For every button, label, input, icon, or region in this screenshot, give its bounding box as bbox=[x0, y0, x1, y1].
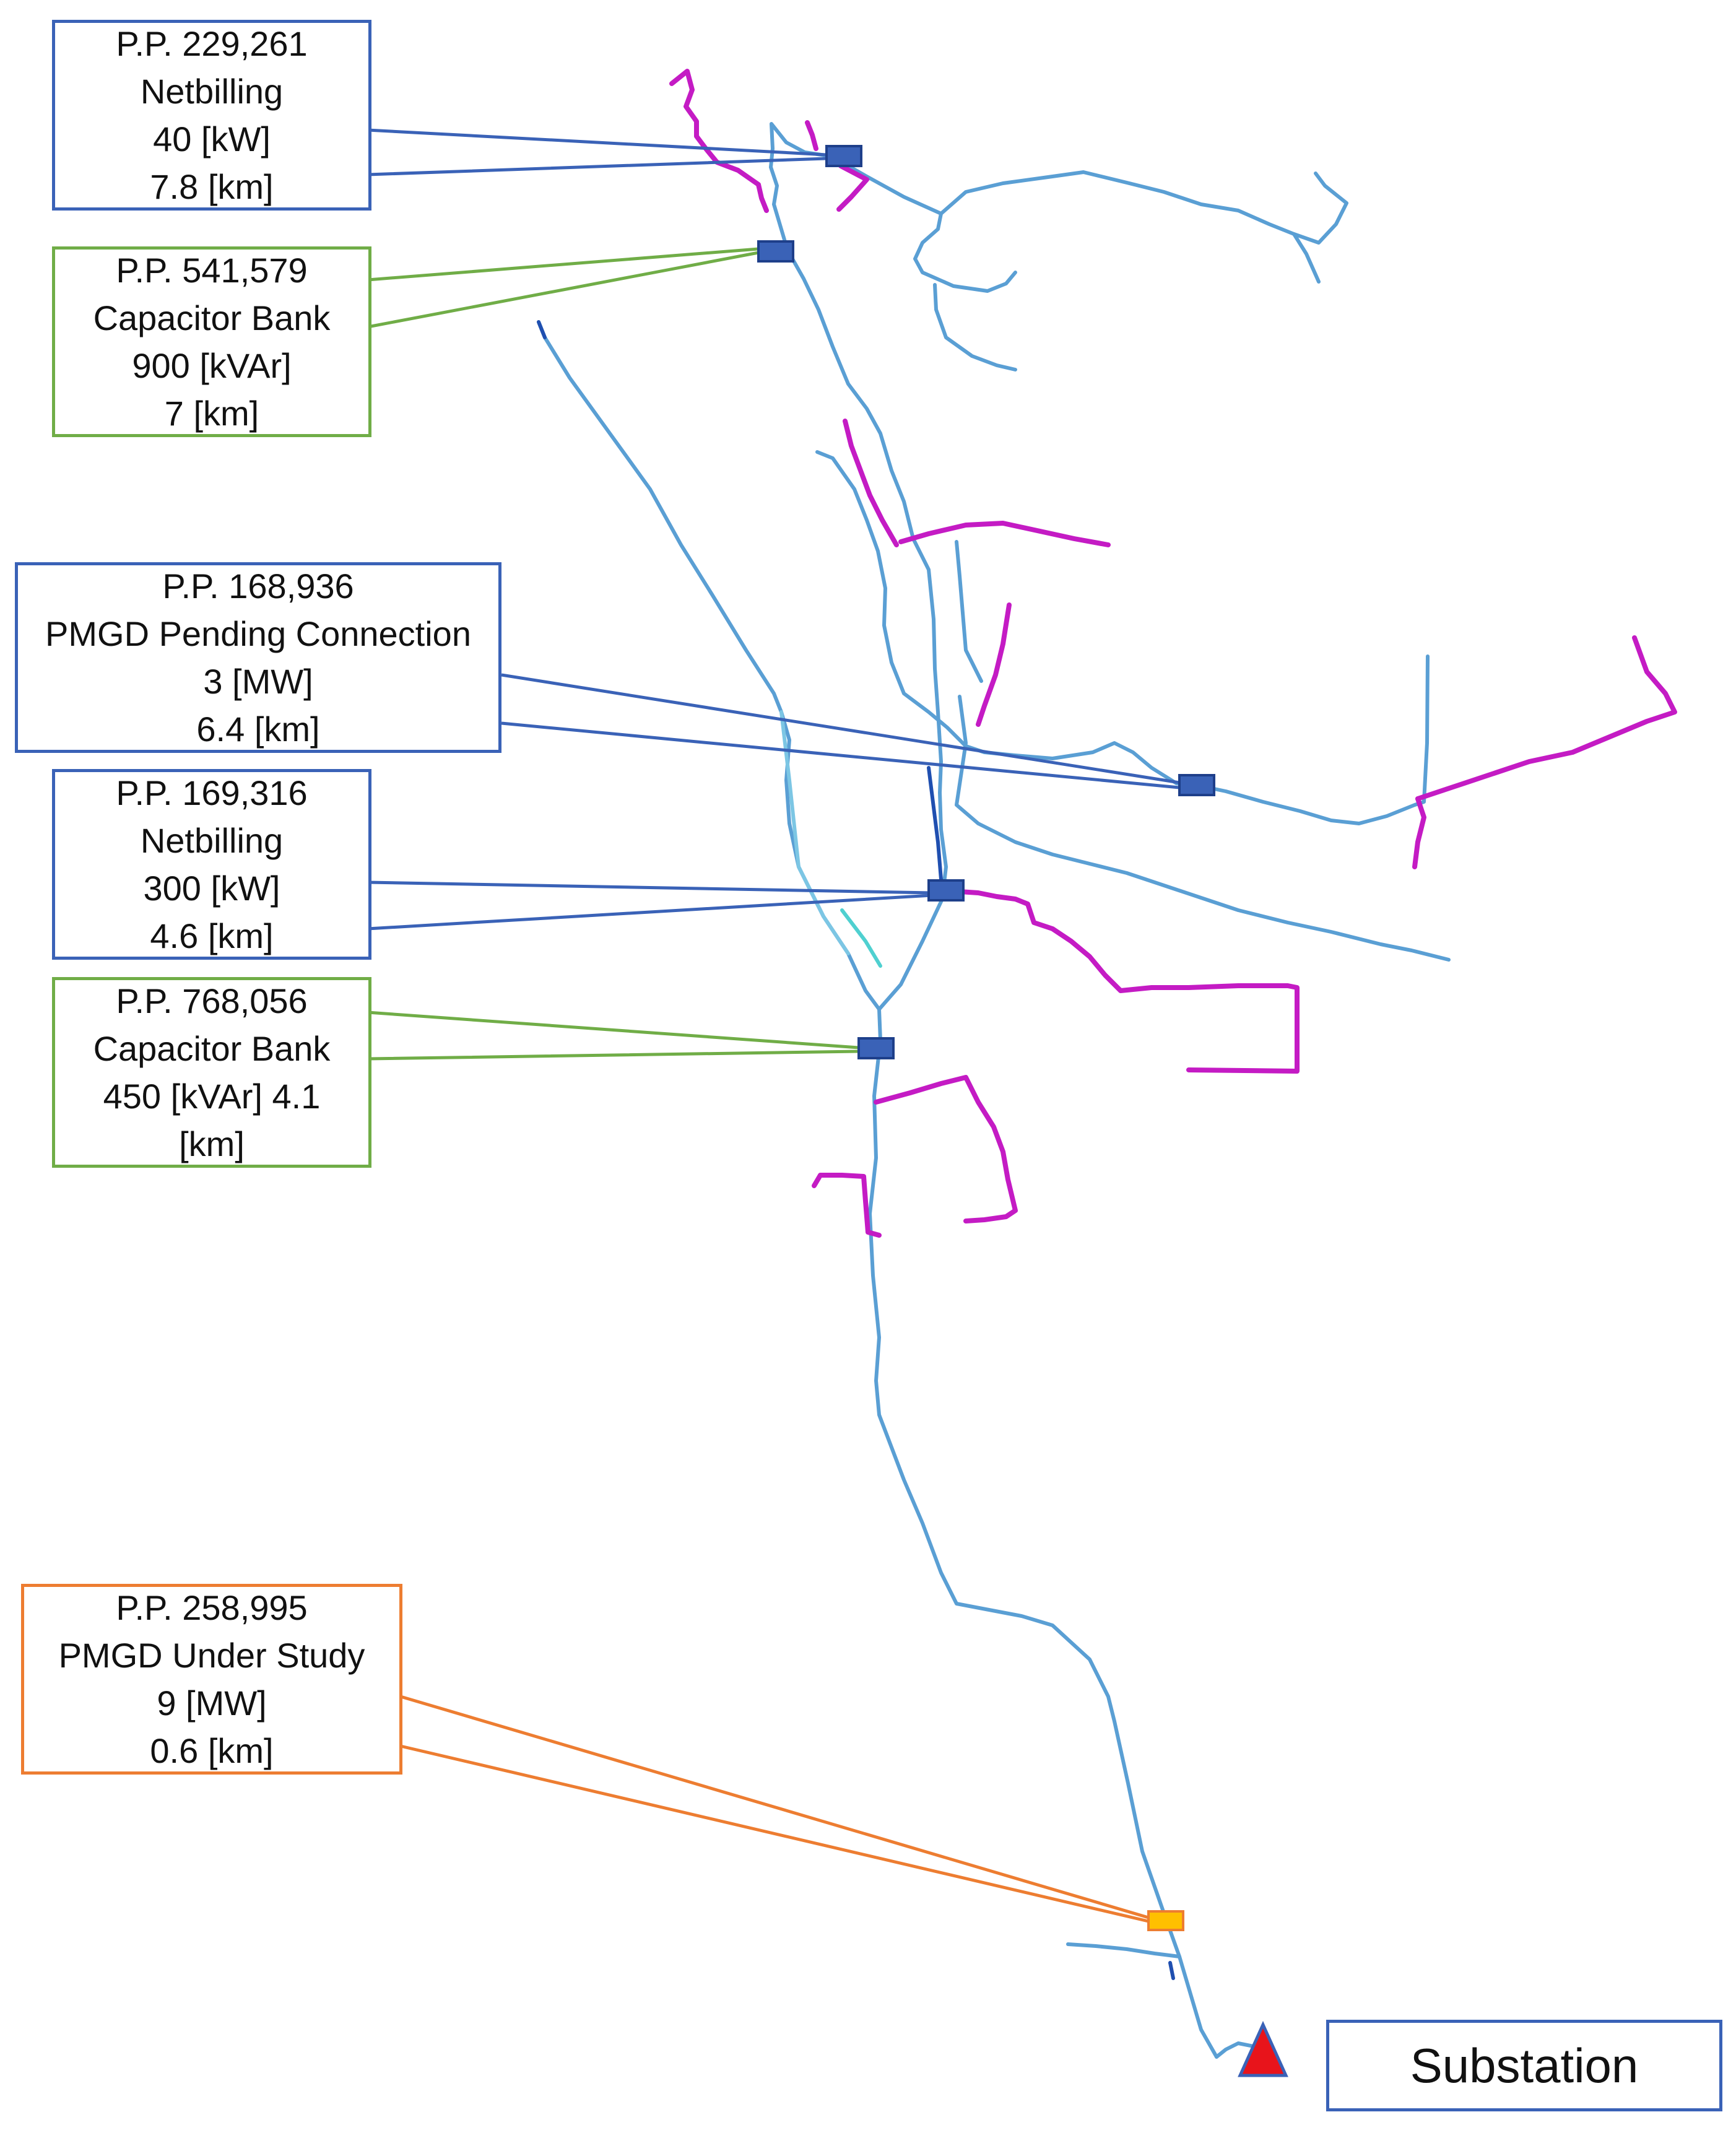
magenta-laterals bbox=[669, 69, 1677, 1238]
callout-line: PMGD Pending Connection bbox=[45, 614, 471, 653]
magenta-south-loop bbox=[957, 889, 1300, 1074]
point-markers bbox=[757, 145, 1215, 1931]
callout-line: 0.6 [km] bbox=[150, 1731, 274, 1770]
marker-pp-168936 bbox=[1178, 774, 1215, 796]
callout-pp-169316: P.P. 169,316 Netbilling 300 [kW] 4.6 [km… bbox=[52, 769, 371, 960]
callout-line: P.P. 229,261 bbox=[116, 24, 308, 63]
magenta-trunk-segment bbox=[843, 419, 899, 547]
callout-pp-541579: P.P. 541,579 Capacitor Bank 900 [kVAr] 7… bbox=[52, 246, 371, 437]
leader-pp-541579 bbox=[367, 247, 759, 329]
callout-line: 3 [MW] bbox=[203, 662, 313, 701]
main-trunk bbox=[772, 202, 1218, 2059]
callout-line: Netbilling bbox=[140, 821, 284, 860]
leader-pp-169316 bbox=[367, 880, 932, 931]
feeder-northwest bbox=[537, 320, 881, 1011]
feeder-long-east bbox=[955, 695, 1451, 962]
callout-line: 7 [km] bbox=[164, 394, 259, 433]
callout-line: Netbilling bbox=[140, 72, 284, 111]
leader-pp-168936 bbox=[501, 673, 1180, 789]
callout-line: P.P. 768,056 bbox=[116, 981, 308, 1020]
callout-line: P.P. 169,316 bbox=[116, 773, 308, 812]
callout-line: 450 [kVAr] 4.1 bbox=[103, 1077, 321, 1116]
feeder-loop-down bbox=[933, 283, 1017, 372]
leader-pp-768056 bbox=[367, 1010, 859, 1061]
callout-pp-258995: P.P. 258,995 PMGD Under Study 9 [MW] 0.6… bbox=[21, 1584, 402, 1775]
callout-line: Capacitor Bank bbox=[93, 1029, 331, 1068]
magenta-north-hook bbox=[805, 120, 869, 212]
leader-lines bbox=[367, 128, 1180, 1923]
feeder-middle-branch bbox=[815, 450, 1197, 788]
marker-pp-768056 bbox=[857, 1037, 895, 1059]
feeder-middle-stub bbox=[955, 540, 983, 683]
feeder-accent-trunk bbox=[927, 766, 943, 881]
magenta-far-east bbox=[1415, 635, 1677, 801]
marker-pp-541579 bbox=[757, 240, 794, 263]
marker-pp-169316 bbox=[927, 879, 965, 902]
callout-line: Capacitor Bank bbox=[93, 298, 331, 337]
callout-line: PMGD Under Study bbox=[58, 1636, 365, 1675]
callout-line: 6.4 [km] bbox=[196, 710, 320, 749]
callout-line: 900 [kVAr] bbox=[132, 346, 292, 385]
substation-label: Substation bbox=[1410, 2038, 1639, 2093]
callout-line: 9 [MW] bbox=[157, 1684, 267, 1723]
feeder-accent-cyan bbox=[840, 908, 882, 968]
callout-line: 7.8 [km] bbox=[150, 167, 274, 206]
callout-pp-229261: P.P. 229,261 Netbilling 40 [kW] 7.8 [km] bbox=[52, 20, 371, 211]
leader-pp-229261 bbox=[367, 128, 827, 176]
feeder-accent-branch bbox=[1168, 1961, 1175, 1980]
substation-label-box: Substation bbox=[1326, 2020, 1722, 2111]
feeder-loop bbox=[913, 212, 1017, 293]
feeder-accents bbox=[537, 320, 1175, 1980]
magenta-mid-spur bbox=[976, 602, 1012, 727]
callout-line: P.P. 258,995 bbox=[116, 1588, 308, 1627]
magenta-bracket-right bbox=[874, 1075, 1018, 1223]
feeder-accent-light bbox=[779, 710, 850, 955]
feeder-east bbox=[1194, 654, 1430, 825]
callout-line: 40 [kW] bbox=[153, 120, 271, 159]
callout-line: 4.6 [km] bbox=[150, 916, 274, 955]
feeder-accent-dark bbox=[537, 320, 547, 339]
feeder-northeast bbox=[829, 154, 1348, 245]
callout-pp-168936: P.P. 168,936 PMGD Pending Connection 3 [… bbox=[15, 562, 501, 753]
callout-pp-768056: P.P. 768,056 Capacitor Bank 450 [kVAr] 4… bbox=[52, 977, 371, 1168]
feeder-lines bbox=[537, 122, 1451, 2059]
callout-line: [km] bbox=[179, 1124, 245, 1163]
magenta-bracket-left bbox=[812, 1173, 882, 1238]
magenta-east-spur bbox=[898, 521, 1111, 547]
callout-line: P.P. 541,579 bbox=[116, 251, 308, 290]
callout-line: 300 [kW] bbox=[143, 869, 280, 908]
magenta-north-wiggle bbox=[669, 69, 769, 213]
leader-pp-258995 bbox=[400, 1695, 1149, 1923]
magenta-far-east-drop bbox=[1412, 796, 1426, 869]
feeder-northeast-branch bbox=[1292, 232, 1321, 284]
feeder-south-stub bbox=[1066, 1942, 1181, 1958]
triangle-icon bbox=[1238, 2020, 1288, 2077]
trunk-upper bbox=[769, 122, 831, 206]
feeder-substation-tail bbox=[1215, 2041, 1265, 2059]
marker-pp-229261 bbox=[825, 145, 862, 167]
marker-pp-258995 bbox=[1147, 1910, 1184, 1931]
callout-line: P.P. 168,936 bbox=[162, 567, 354, 606]
